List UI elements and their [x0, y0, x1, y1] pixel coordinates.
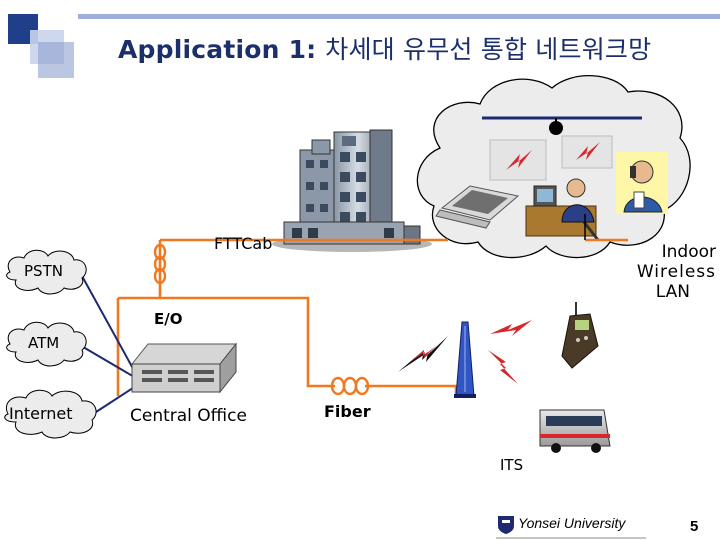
- indoor-wireless-lan-line-1: Indoor: [661, 242, 716, 262]
- header-square-mid: [38, 42, 74, 78]
- antenna-image: [454, 321, 476, 398]
- central-office-equipment-image: [130, 342, 238, 394]
- pstn-label: PSTN: [24, 262, 63, 280]
- page-number: 5: [690, 518, 699, 535]
- its-label: ITS: [500, 456, 524, 474]
- header-rule: [78, 14, 720, 19]
- fttcab-fiber-coil-icon: [153, 243, 167, 285]
- lan-wireless-icon-1: [489, 139, 547, 181]
- cloud-connection-lines: [77, 275, 137, 413]
- cellphone-image: [561, 302, 599, 369]
- pstn-cloud: [6, 249, 87, 295]
- title-prefix: Application 1:: [118, 35, 317, 64]
- wireless-link-icon-3: [488, 350, 518, 384]
- internet-cloud: [4, 389, 97, 439]
- fiber-line-main: [118, 296, 335, 388]
- eo-label: E/O: [154, 310, 183, 328]
- university-name: Yonsei University: [518, 515, 626, 531]
- fttcab-label: FTTCab: [214, 234, 273, 253]
- man-on-phone-image: [616, 152, 668, 214]
- atm-label: ATM: [28, 334, 60, 352]
- slide-title: Application 1: 차세대 유무선 통합 네트워크망: [118, 30, 651, 66]
- fiber-label: Fiber: [324, 402, 371, 421]
- internet-label: Internet: [9, 404, 73, 423]
- lan-wireless-icon-2: [561, 135, 613, 169]
- title-korean: 차세대 유무선 통합 네트워크망: [325, 35, 652, 64]
- indoor-wireless-lan-line-2: Wireless: [636, 262, 716, 282]
- yonsei-emblem-icon: [498, 516, 514, 534]
- central-office-label: Central Office: [130, 406, 247, 426]
- indoor-wireless-lan-line-3: LAN: [655, 282, 690, 302]
- atm-cloud: [6, 321, 87, 367]
- fiber-line-to-antenna: [365, 384, 458, 396]
- indoor-wireless-lan-label: Indoor Wireless LAN: [626, 242, 716, 302]
- wireless-link-icon-2: [490, 320, 532, 336]
- its-bus-image: [539, 409, 611, 453]
- wireless-link-icon-1: [398, 336, 448, 372]
- lan-node: [549, 121, 563, 135]
- fiber-coil-icon: [330, 376, 370, 396]
- header-decoration: [8, 14, 720, 78]
- laptop-image: [435, 185, 520, 229]
- office-building-image: [272, 129, 432, 252]
